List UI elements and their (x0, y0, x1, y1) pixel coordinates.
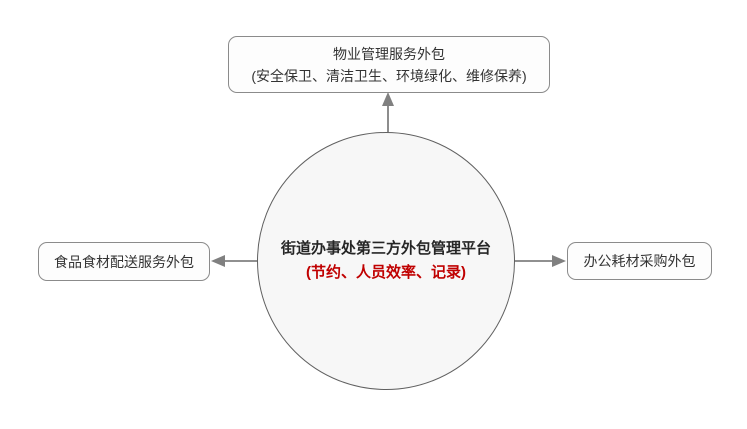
node-central-platform-circle: 街道办事处第三方外包管理平台 (节约、人员效率、记录) (257, 132, 515, 390)
node-left-label: 食品食材配送服务外包 (54, 253, 194, 270)
center-circle-subtitle: (节约、人员效率、记录) (306, 264, 466, 281)
node-top-line2: (安全保卫、清洁卫生、环境绿化、维修保养) (251, 67, 527, 84)
arrowhead-right-icon (552, 255, 566, 267)
arrowhead-up-icon (382, 92, 394, 106)
node-food-delivery-outsourcing: 食品食材配送服务外包 (38, 242, 210, 281)
center-circle-title: 街道办事处第三方外包管理平台 (280, 240, 491, 257)
node-office-supplies-outsourcing: 办公耗材采购外包 (567, 242, 712, 280)
node-property-management-outsourcing: 物业管理服务外包 (安全保卫、清洁卫生、环境绿化、维修保养) (228, 36, 550, 93)
node-top-line1: 物业管理服务外包 (333, 45, 445, 62)
arrowhead-left-icon (211, 255, 225, 267)
node-right-label: 办公耗材采购外包 (583, 253, 696, 269)
